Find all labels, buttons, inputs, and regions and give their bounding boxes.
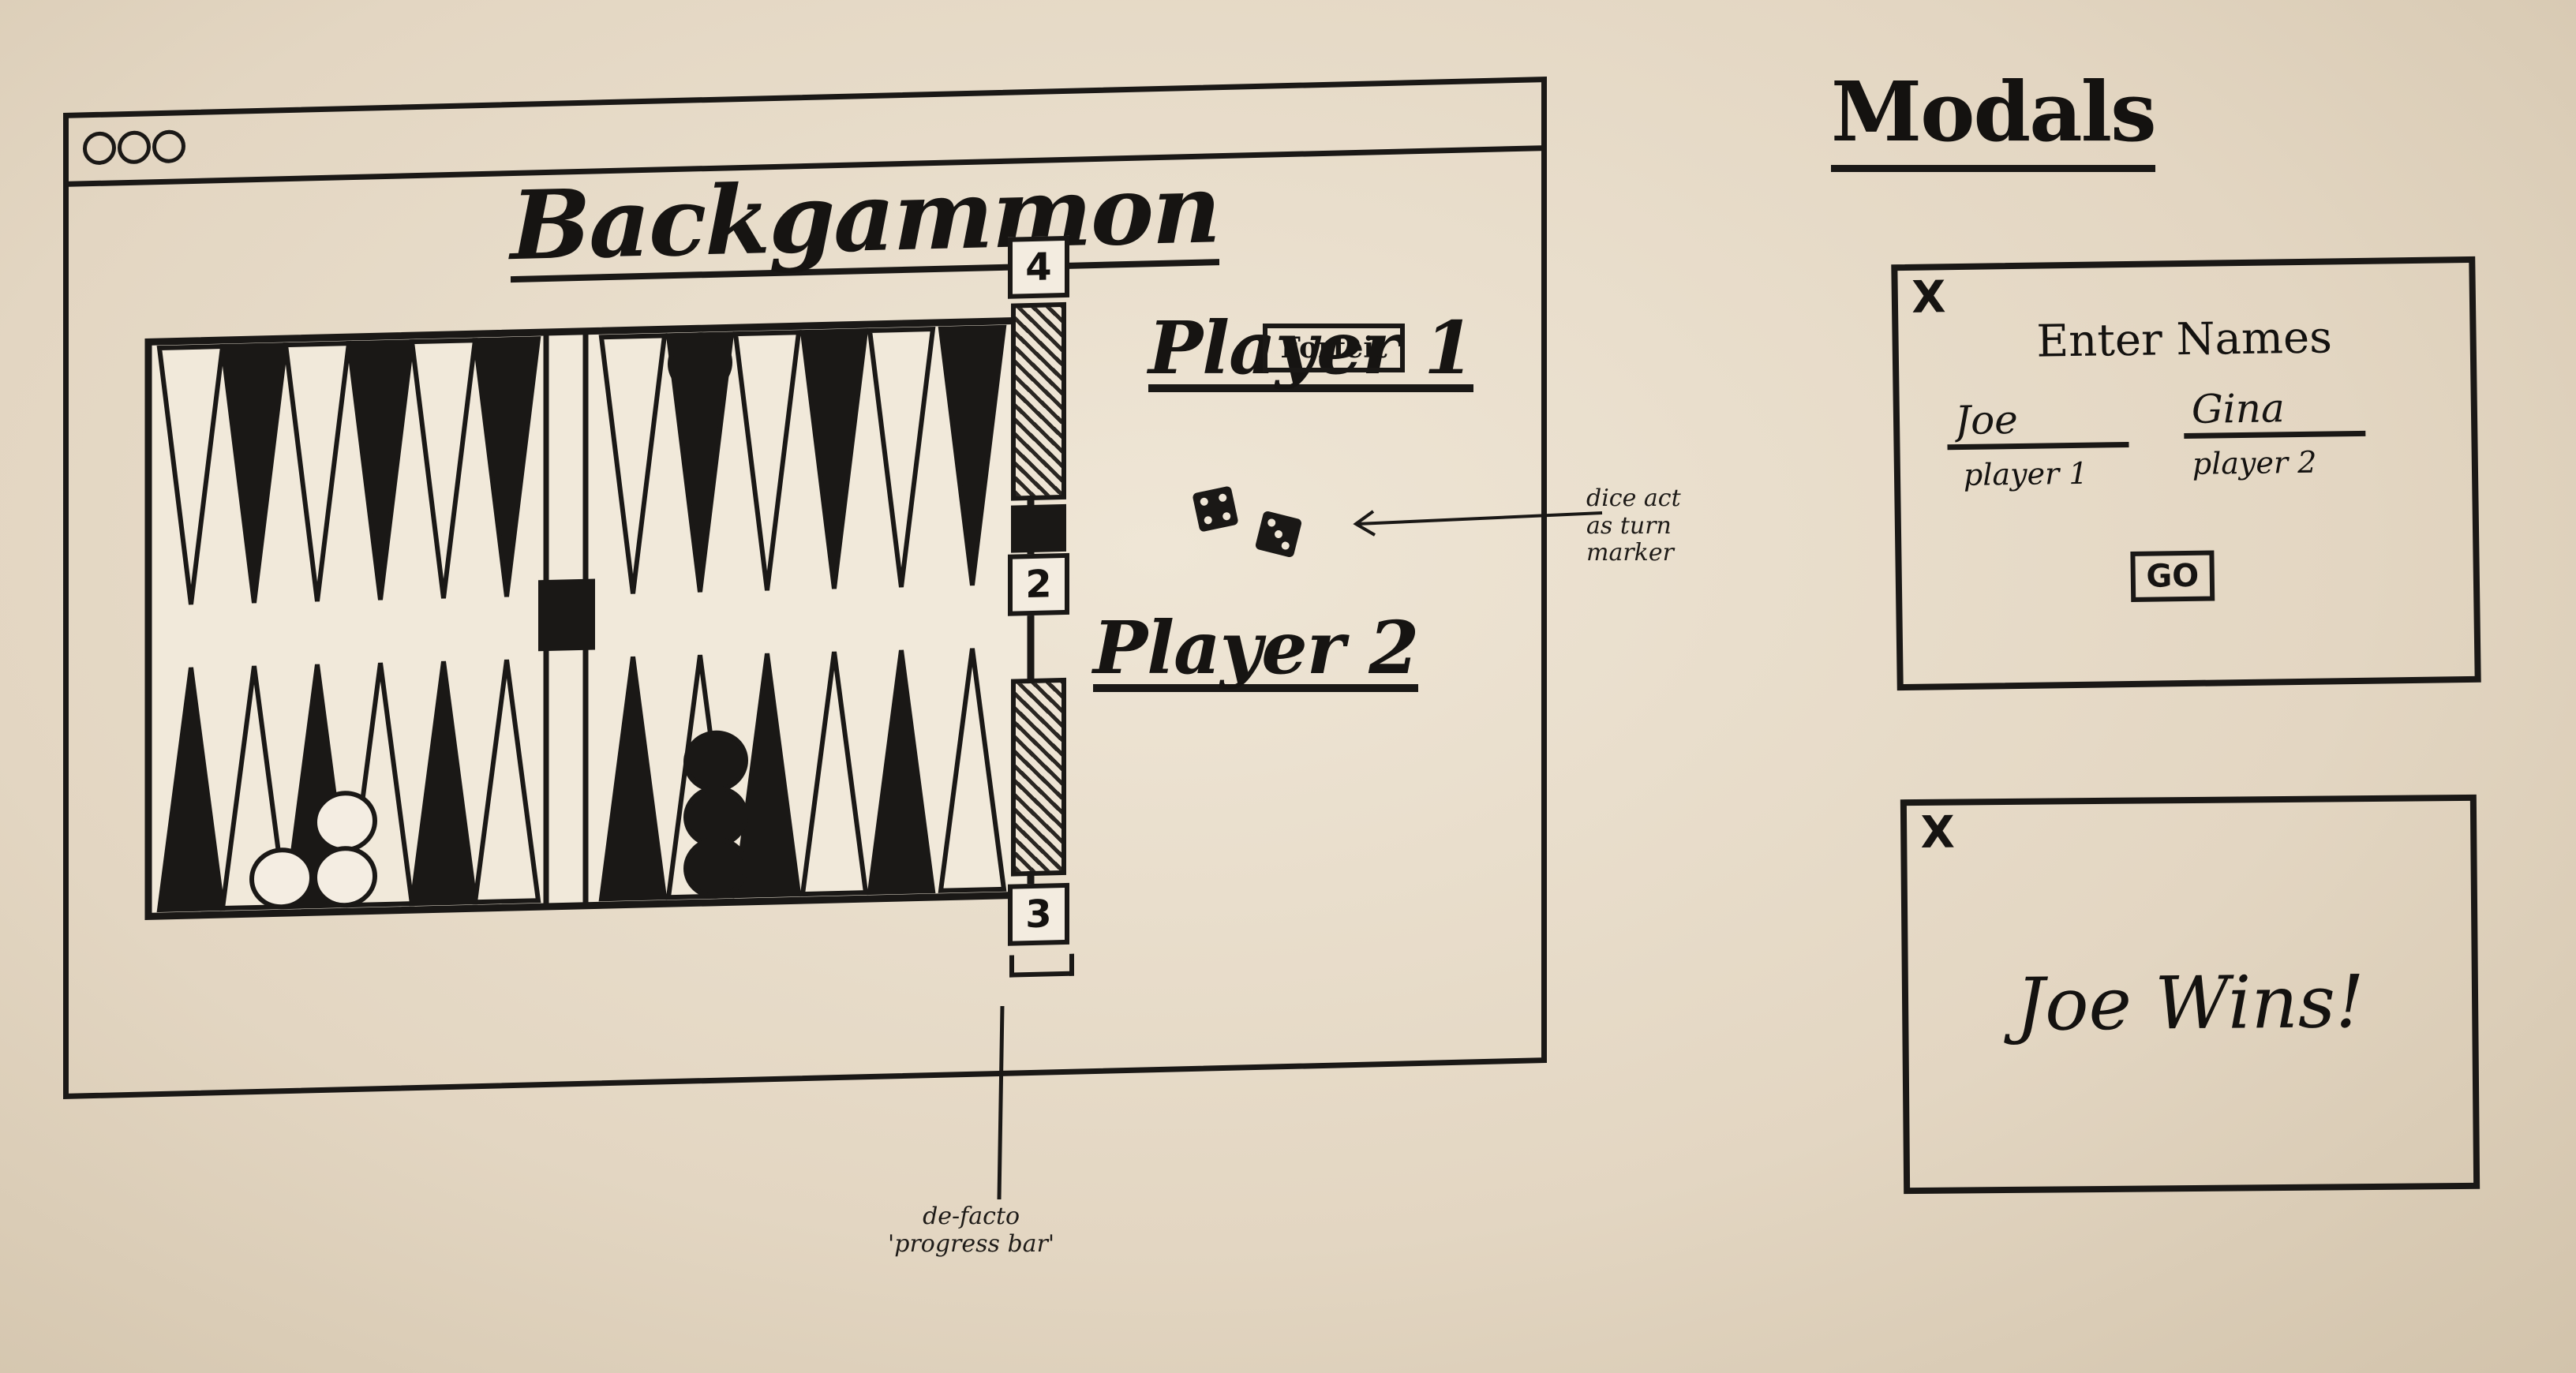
board-point-bottom-9[interactable]	[732, 653, 802, 899]
board-point-top-1[interactable]	[156, 343, 226, 605]
board-point-top-12[interactable]	[938, 324, 1007, 586]
tracker-count-middle: 2	[1008, 552, 1069, 616]
checker-black-2[interactable]	[683, 730, 748, 792]
close-window-icon[interactable]	[83, 131, 116, 166]
board-svg	[144, 316, 1035, 920]
dice-note-line3: marker	[1586, 539, 1674, 567]
maximize-window-icon[interactable]	[152, 129, 185, 164]
board-point-bottom-7[interactable]	[598, 656, 668, 902]
progress-tracker: 4 2 3	[1008, 235, 1074, 995]
app-title: Backgammon	[511, 153, 1220, 283]
dice-note: dice act as turn marker	[1586, 484, 1681, 567]
board-point-bottom-4[interactable]	[346, 662, 415, 908]
board-point-top-4[interactable]	[346, 339, 415, 600]
player1-name-label: player 1	[1963, 455, 2088, 492]
enter-names-modal: X Enter Names player 1 player 2 GO	[1891, 256, 2481, 691]
board-point-top-10[interactable]	[799, 328, 869, 589]
tracker-solid	[1011, 503, 1066, 553]
board-point-top-2[interactable]	[219, 342, 289, 604]
checker-white-1[interactable]	[313, 791, 377, 853]
progress-note-line2: 'progress bar'	[888, 1229, 1055, 1258]
forfeit-button[interactable]: Forfeit	[1263, 324, 1405, 372]
board-point-bottom-2[interactable]	[219, 665, 289, 911]
tracker-count-bottom: 3	[1008, 882, 1069, 946]
minimize-window-icon[interactable]	[118, 130, 151, 165]
backgammon-board[interactable]	[144, 316, 1035, 922]
board-point-top-6[interactable]	[472, 336, 541, 597]
board-point-bottom-1[interactable]	[156, 667, 226, 913]
close-icon[interactable]: X	[1909, 271, 1949, 324]
player2-label: Player 2	[1093, 605, 1419, 692]
board-checkers	[249, 332, 748, 910]
board-point-bottom-10[interactable]	[799, 651, 869, 897]
progress-pointer-line	[997, 1006, 1005, 1200]
go-button[interactable]: GO	[2130, 550, 2215, 602]
board-point-top-5[interactable]	[409, 338, 478, 599]
checker-black-4[interactable]	[683, 836, 748, 899]
browser-window: Backgammon 4 2 3	[63, 77, 1547, 1099]
die-one[interactable]	[1192, 485, 1239, 533]
dice-note-line2: as turn	[1586, 511, 1672, 540]
player2-name-input[interactable]	[2183, 382, 2366, 440]
board-point-bottom-12[interactable]	[938, 648, 1007, 893]
winner-message: Joe Wins!	[2015, 960, 2365, 1047]
modals-section-title: Modals	[1831, 63, 2157, 172]
board-points	[156, 324, 1007, 913]
progress-note-line1: de-facto	[923, 1203, 1020, 1230]
player1-name-input[interactable]	[1946, 394, 2129, 451]
board-point-bottom-11[interactable]	[867, 649, 936, 896]
checker-white-2[interactable]	[313, 846, 377, 908]
dice-note-line1: dice act	[1586, 484, 1681, 512]
player2-name-label: player 2	[2192, 444, 2317, 481]
winner-modal: X Joe Wins!	[1900, 794, 2481, 1195]
enter-names-heading: Enter Names	[2035, 312, 2333, 368]
board-point-top-9[interactable]	[732, 330, 802, 591]
tracker-count-top: 4	[1008, 235, 1069, 299]
tracker-hatch-bottom	[1011, 677, 1066, 877]
bar-block	[538, 578, 595, 652]
checker-white-3[interactable]	[249, 847, 314, 910]
close-icon[interactable]: X	[1918, 807, 1957, 859]
board-point-top-11[interactable]	[867, 326, 936, 588]
progress-note: de-facto 'progress bar'	[888, 1203, 1054, 1258]
board-point-top-3[interactable]	[283, 341, 352, 602]
dice-arrow-icon	[1353, 510, 1603, 537]
board-point-top-7[interactable]	[598, 333, 668, 594]
checker-black-3[interactable]	[683, 785, 748, 847]
board-point-bottom-6[interactable]	[472, 659, 541, 905]
tracker-bracket	[1009, 953, 1074, 978]
tracker-hatch-top	[1011, 301, 1066, 501]
checker-black-1[interactable]	[668, 332, 732, 395]
board-point-bottom-5[interactable]	[409, 660, 478, 907]
